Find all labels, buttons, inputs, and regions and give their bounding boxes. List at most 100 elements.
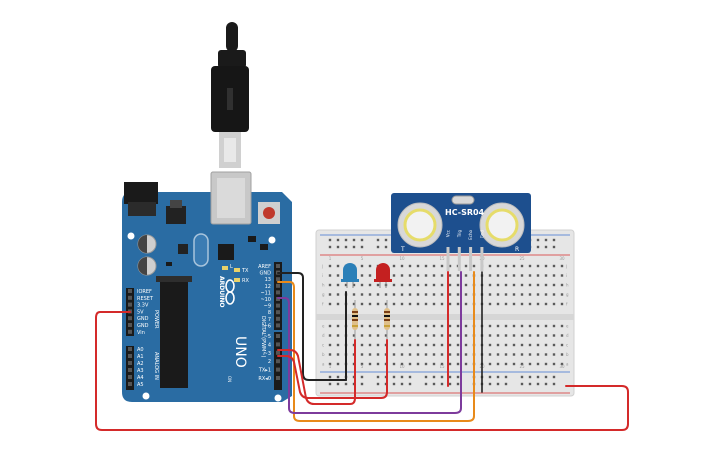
breadboard-hole[interactable] [360,283,364,287]
rail-hole[interactable] [400,375,404,379]
breadboard-hole[interactable] [360,353,364,356]
breadboard-hole[interactable] [432,334,436,337]
breadboard-hole[interactable] [328,362,332,366]
breadboard-hole[interactable] [456,302,460,306]
breadboard-hole[interactable] [528,343,532,347]
breadboard-hole[interactable] [392,334,396,337]
breadboard-hole[interactable] [416,353,420,356]
breadboard-hole[interactable] [424,334,428,337]
breadboard-hole[interactable] [504,293,508,296]
breadboard-hole[interactable] [360,334,364,337]
breadboard-hole[interactable] [520,334,524,337]
breadboard-hole[interactable] [328,334,332,337]
breadboard-hole[interactable] [448,324,452,328]
breadboard-hole[interactable] [432,362,436,366]
sensor-pin[interactable] [446,247,450,271]
analog-pin[interactable] [128,361,132,365]
rail-hole[interactable] [360,382,364,386]
breadboard-hole[interactable] [440,343,444,347]
breadboard-hole[interactable] [400,274,404,277]
breadboard-hole[interactable] [368,343,372,347]
rail-hole[interactable] [552,238,556,242]
breadboard-hole[interactable] [440,293,444,296]
breadboard-hole[interactable] [440,362,444,366]
breadboard-hole[interactable] [488,343,492,347]
rail-hole[interactable] [360,238,364,242]
breadboard-hole[interactable] [336,293,340,296]
breadboard-hole[interactable] [328,343,332,347]
breadboard-hole[interactable] [504,283,508,287]
rail-hole[interactable] [400,382,404,386]
breadboard-hole[interactable] [560,274,564,277]
sensor-pin[interactable] [457,247,461,271]
breadboard-hole[interactable] [456,343,460,347]
breadboard-hole[interactable] [536,324,540,328]
breadboard-hole[interactable] [448,353,452,356]
rail-hole[interactable] [352,238,356,242]
breadboard-hole[interactable] [456,362,460,366]
breadboard-hole[interactable] [552,293,556,296]
breadboard-hole[interactable] [376,362,380,366]
breadboard-hole[interactable] [392,302,396,306]
breadboard-hole[interactable] [440,283,444,287]
breadboard-hole[interactable] [360,324,364,328]
breadboard-hole[interactable] [336,324,340,328]
wire-pin6-red[interactable] [277,339,388,399]
rail-hole[interactable] [544,238,548,242]
rail-hole[interactable] [536,375,540,379]
rail-hole[interactable] [408,382,412,386]
breadboard-hole[interactable] [376,334,380,337]
breadboard-hole[interactable] [408,362,412,366]
breadboard-hole[interactable] [464,362,468,366]
breadboard-hole[interactable] [368,324,372,328]
digital-pin[interactable] [276,290,280,295]
breadboard-hole[interactable] [528,324,532,328]
breadboard-hole[interactable] [504,324,508,328]
rail-hole[interactable] [504,382,508,386]
breadboard-hole[interactable] [400,283,404,287]
breadboard-hole[interactable] [520,293,524,296]
rail-hole[interactable] [360,245,364,249]
rail-hole[interactable] [392,382,396,386]
breadboard-hole[interactable] [336,362,340,366]
breadboard-hole[interactable] [536,283,540,287]
rail-hole[interactable] [328,245,332,249]
breadboard-hole[interactable] [432,274,436,277]
wire-echo-orange[interactable] [277,271,475,422]
breadboard-hole[interactable] [512,302,516,306]
breadboard-hole[interactable] [544,324,548,328]
rail-hole[interactable] [328,238,332,242]
breadboard-hole[interactable] [560,293,564,296]
breadboard-hole[interactable] [536,334,540,337]
rail-hole[interactable] [504,375,508,379]
rail-hole[interactable] [488,382,492,386]
rail-hole[interactable] [456,382,460,386]
rail-hole[interactable] [360,375,364,379]
breadboard-hole[interactable] [520,302,524,306]
breadboard-hole[interactable] [368,264,372,268]
breadboard-hole[interactable] [416,274,420,277]
breadboard-hole[interactable] [560,334,564,337]
sensor-pin[interactable] [469,247,473,271]
breadboard-hole[interactable] [544,302,548,306]
breadboard-hole[interactable] [528,264,532,268]
breadboard-hole[interactable] [424,274,428,277]
breadboard-hole[interactable] [512,293,516,296]
breadboard-hole[interactable] [512,274,516,277]
breadboard-hole[interactable] [552,302,556,306]
breadboard-hole[interactable] [416,324,420,328]
breadboard-hole[interactable] [432,293,436,296]
wire-gnd-black[interactable] [277,272,347,381]
breadboard-hole[interactable] [352,302,356,306]
digital-pin[interactable] [276,367,280,372]
breadboard-hole[interactable] [528,293,532,296]
breadboard-hole[interactable] [504,353,508,356]
digital-pin[interactable] [276,277,280,282]
breadboard-hole[interactable] [544,334,548,337]
breadboard-hole[interactable] [528,362,532,366]
breadboard-hole[interactable] [504,274,508,277]
rail-hole[interactable] [392,375,396,379]
breadboard-hole[interactable] [416,302,420,306]
breadboard-hole[interactable] [392,283,396,287]
breadboard-hole[interactable] [440,324,444,328]
